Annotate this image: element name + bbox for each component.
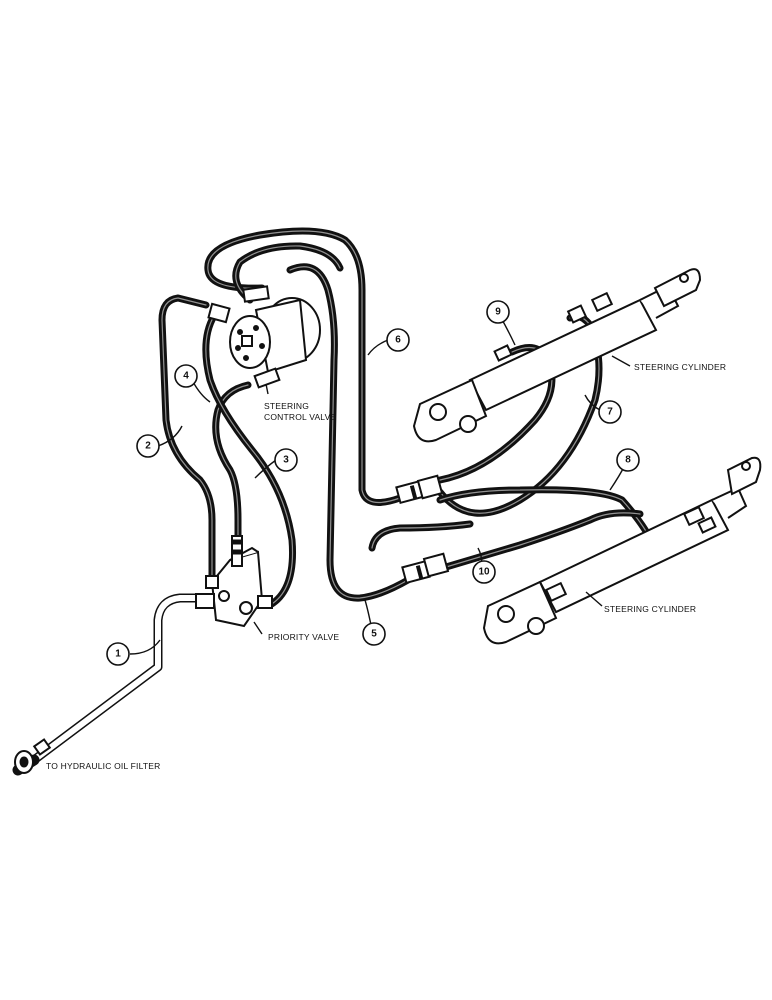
svg-text:3: 3 xyxy=(283,455,289,466)
hydraulic-oil-filter-label: TO HYDRAULIC OIL FILTER xyxy=(46,761,161,771)
hose-2 xyxy=(158,294,216,589)
callout-10: 10 xyxy=(472,560,496,584)
svg-text:1: 1 xyxy=(115,649,121,660)
svg-text:2: 2 xyxy=(145,441,151,452)
callout-6: 6 xyxy=(386,328,410,352)
upper-cylinder-label-leader xyxy=(611,355,631,367)
svg-text:8: 8 xyxy=(625,455,631,466)
steering-cylinder-upper-label: STEERING CYLINDER xyxy=(634,362,726,372)
hose-3 xyxy=(202,312,297,609)
callout-5: 5 xyxy=(362,622,386,646)
svg-text:4: 4 xyxy=(183,371,189,382)
svg-text:10: 10 xyxy=(478,567,490,578)
steering-cylinder-lower-label: STEERING CYLINDER xyxy=(604,604,696,614)
steering-control-valve-label: STEERING xyxy=(264,401,309,411)
callout-1: 1 xyxy=(106,642,130,666)
callout-3: 3 xyxy=(274,448,298,472)
hose-4 xyxy=(212,381,252,539)
callout-9: 9 xyxy=(486,300,510,324)
steering-cylinder-upper xyxy=(412,268,702,443)
callout-8: 8 xyxy=(616,448,640,472)
svg-text:9: 9 xyxy=(495,307,501,318)
hose-6 xyxy=(204,227,404,506)
priority-valve xyxy=(195,535,273,628)
svg-text:5: 5 xyxy=(371,629,377,640)
tee-fitting-upper xyxy=(395,474,444,505)
priority-valve-label: PRIORITY VALVE xyxy=(268,632,339,642)
hose-5 xyxy=(286,263,412,602)
tee-fitting-lower xyxy=(401,552,450,585)
filter-fitting xyxy=(14,738,52,774)
lower-cylinder-label-leader xyxy=(585,591,603,607)
hose-7 xyxy=(436,312,603,517)
priority-valve-label-leader xyxy=(253,621,263,635)
steering-cylinder-lower xyxy=(482,456,762,645)
hose-10 xyxy=(368,509,644,574)
callout-4: 4 xyxy=(174,364,198,388)
callout-7: 7 xyxy=(598,400,622,424)
callout-2: 2 xyxy=(136,434,160,458)
svg-text:6: 6 xyxy=(395,335,401,346)
svg-text:7: 7 xyxy=(607,407,613,418)
steering-control-valve xyxy=(207,285,321,389)
steering-control-valve-label-line2: CONTROL VALVE xyxy=(264,412,336,422)
